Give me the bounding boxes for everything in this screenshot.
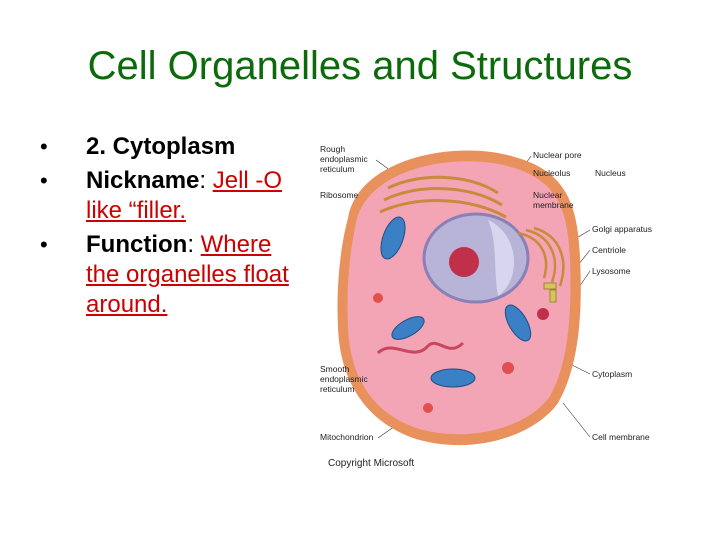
function-value: Where the organelles float around. <box>86 231 289 318</box>
rough-er-shape <box>379 175 507 219</box>
label-smooth-er-line3: reticulum <box>320 384 354 394</box>
label-golgi-apparatus: Golgi apparatus <box>592 224 652 234</box>
label-ribosome: Ribosome <box>320 190 359 200</box>
label-rough-er-line2: endoplasmic <box>320 154 368 164</box>
nickname-term: Nickname <box>86 167 200 194</box>
nucleolus-shape <box>449 247 479 277</box>
bullet-marker: • <box>40 168 48 193</box>
label-nucleolus: Nucleolus <box>533 168 570 178</box>
bullet-marker: • <box>40 134 48 159</box>
label-mitochondrion: Mitochondrion <box>320 432 374 442</box>
nickname-sep: : <box>199 167 207 194</box>
smooth-er-shape <box>376 341 465 355</box>
mitochondria-shapes <box>380 216 532 388</box>
label-smooth-er-line1: Smooth <box>320 364 350 374</box>
label-nucleus: Nucleus <box>595 168 626 178</box>
golgi-shape <box>517 226 565 287</box>
bullet-item-function: • Function: Where the organelles float a… <box>40 230 300 320</box>
label-nuclear-membrane-line2: membrane <box>533 200 574 210</box>
lysosome-shapes <box>373 293 549 413</box>
bullet-marker: • <box>40 232 48 257</box>
nickname-value: Jell -O like “filler. <box>86 167 283 224</box>
label-nuclear-pore: Nuclear pore <box>533 150 582 160</box>
function-term: Function <box>86 231 188 258</box>
function-sep: : <box>187 231 194 258</box>
centriole-shape <box>543 282 557 303</box>
label-centriole: Centriole <box>592 245 626 255</box>
bullet-item-cytoplasm: • 2. Cytoplasm <box>40 132 300 162</box>
slide-title: Cell Organelles and Structures <box>87 44 633 88</box>
label-cytoplasm: Cytoplasm <box>592 369 632 379</box>
label-smooth-er-line2: endoplasmic <box>320 374 368 384</box>
left-labels: Rough endoplasmic reticulum Ribosome Smo… <box>320 144 374 442</box>
label-rough-er-line3: reticulum <box>320 164 354 174</box>
animal-cell-diagram: Rough endoplasmic reticulum Ribosome Smo… <box>320 144 652 469</box>
bullet-list: • 2. Cytoplasm • Nickname: Jell -O like … <box>40 132 300 324</box>
bullet-heading: 2. Cytoplasm <box>86 133 236 160</box>
bullet-item-nickname: • Nickname: Jell -O like “filler. <box>40 166 300 226</box>
label-nuclear-membrane-line1: Nuclear <box>533 190 562 200</box>
label-cell-membrane: Cell membrane <box>592 432 650 442</box>
right-labels: Nuclear pore Nucleolus Nucleus Nuclear m… <box>533 150 652 442</box>
label-lysosome: Lysosome <box>592 266 631 276</box>
copyright-text: Copyright Microsoft <box>328 458 414 469</box>
label-rough-er-line1: Rough <box>320 144 345 154</box>
nucleus-shape <box>422 212 530 304</box>
